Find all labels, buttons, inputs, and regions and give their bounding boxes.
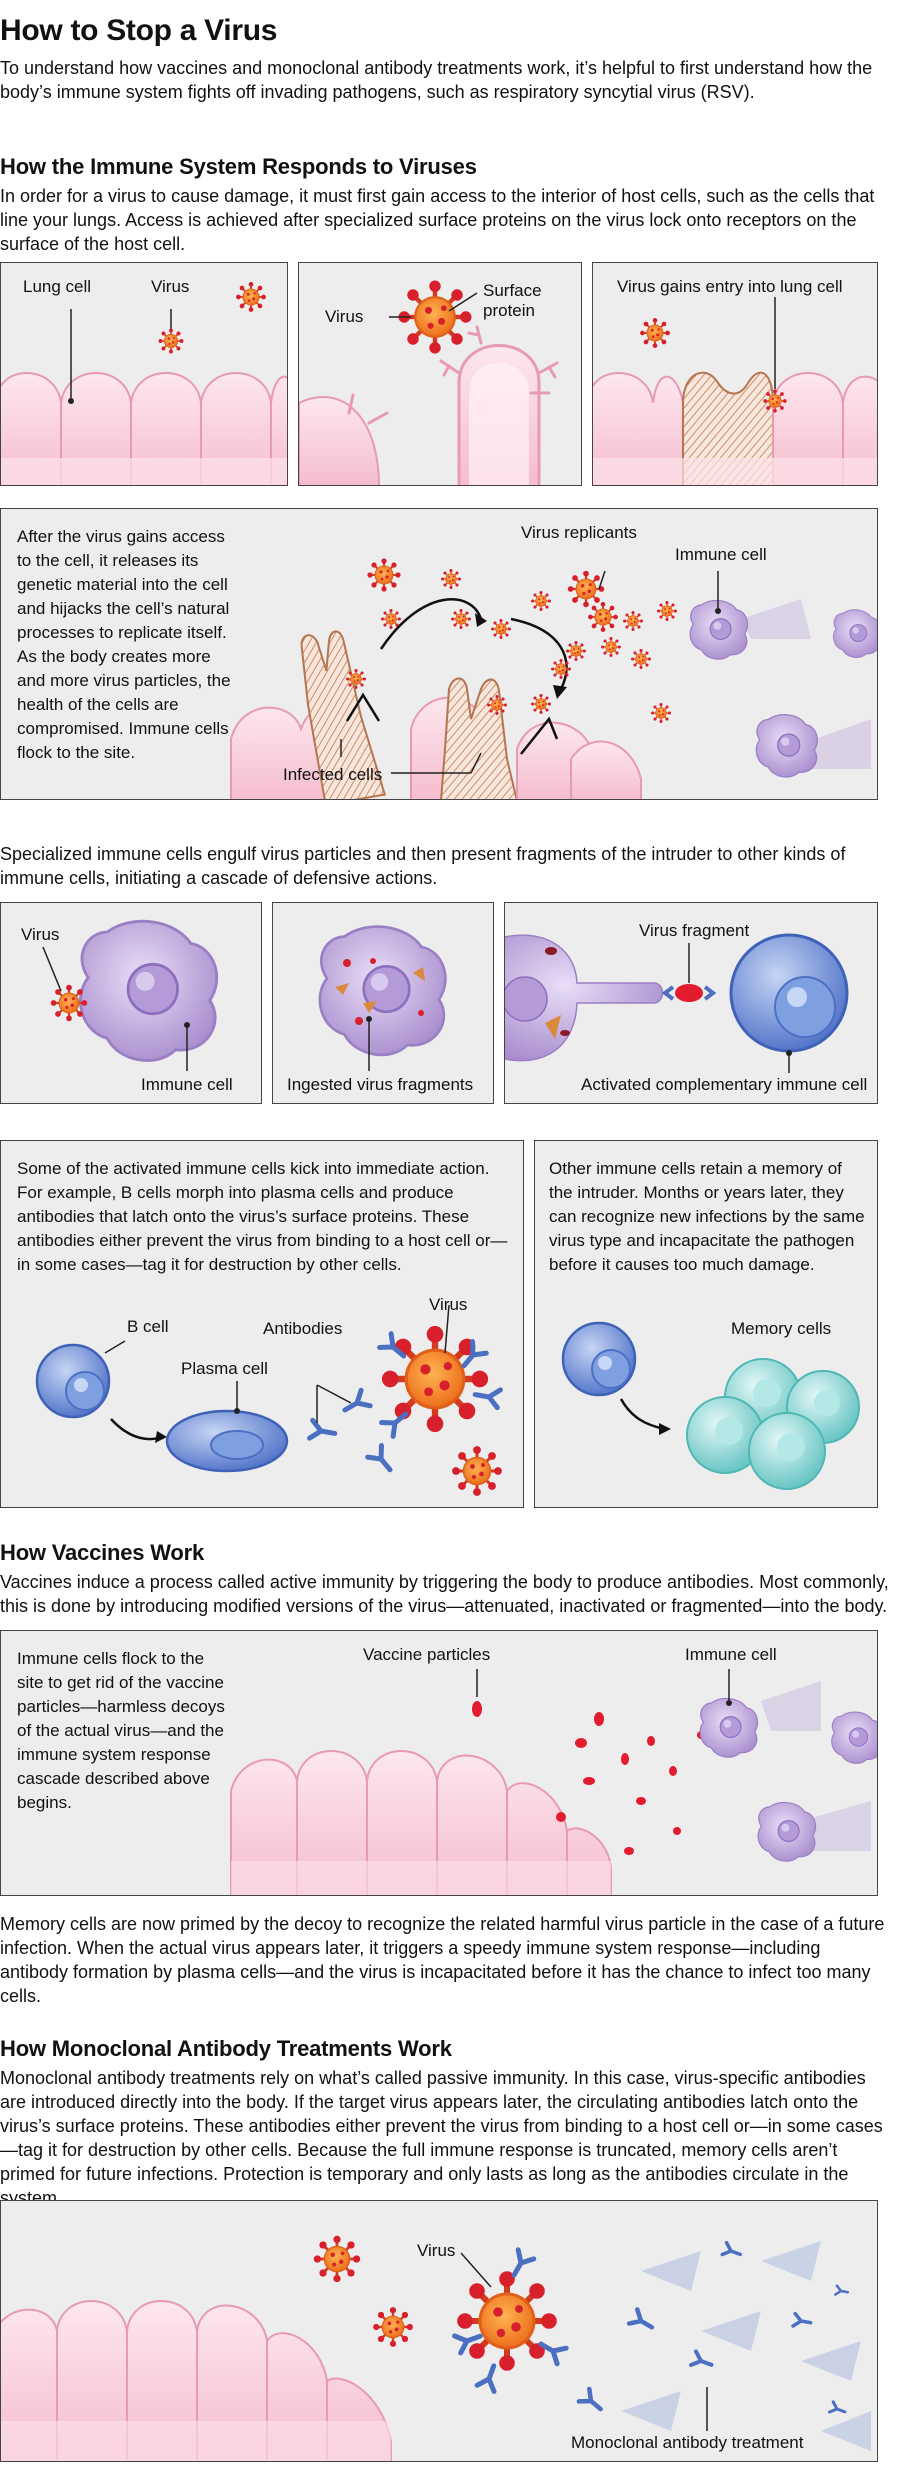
label-virus: Virus	[151, 277, 190, 296]
label-virus: Virus	[325, 307, 364, 326]
panel-lung-cell: Lung cell Virus	[0, 262, 288, 486]
label-lung-cell: Lung cell	[23, 277, 92, 296]
label-plasma-cell: Plasma cell	[181, 1359, 268, 1378]
label-immune-cell: Immune cell	[685, 1645, 777, 1664]
vaccine-illustration	[230, 1669, 877, 1895]
label-ingested: Ingested virus fragments	[287, 1075, 474, 1094]
vaccines-intro: Vaccines induce a process called active …	[0, 1572, 889, 1616]
panel-virus-entry: Virus gains entry into lung cell	[592, 262, 878, 486]
label-virus: Virus	[21, 925, 60, 944]
panel-engulf: Virus Immune cell	[0, 902, 262, 1104]
page-title: How to Stop a Virus	[0, 14, 278, 47]
vaccines-heading: How Vaccines Work	[0, 1540, 205, 1565]
panel-surface-protein: Virus Surface protein	[298, 262, 582, 486]
virus-entry-illustration	[593, 297, 877, 485]
plasma-text: Some of the activated immune cells kick …	[17, 1159, 508, 1274]
panel-replication: After the virus gains access to the cell…	[0, 508, 878, 800]
vaccine-text: Immune cells flock to the site to get ri…	[17, 1649, 225, 1812]
label-immune-cell: Immune cell	[675, 545, 767, 564]
engulf-illustration	[42, 919, 219, 1071]
panel-vaccine: Immune cells flock to the site to get ri…	[0, 1630, 878, 1896]
panel-plasma: Some of the activated immune cells kick …	[0, 1140, 524, 1508]
label-monoclonal-treatment: Monoclonal antibody treatment	[571, 2433, 804, 2452]
immune-heading: How the Immune System Responds to Viruse…	[0, 154, 477, 179]
monoclonal-intro: Monoclonal antibody treatments rely on w…	[0, 2068, 883, 2208]
lung-cells-illustration	[1, 281, 287, 485]
label-antibodies: Antibodies	[263, 1319, 343, 1338]
label-surface-protein: Surface protein	[483, 281, 542, 320]
intro-text: To understand how vaccines and monoclona…	[0, 58, 873, 102]
label-activated-cell: Activated complementary immune cell	[581, 1075, 868, 1094]
vaccine-after-text: Memory cells are now primed by the decoy…	[0, 1914, 885, 2006]
panel-memory: Other immune cells retain a memory of th…	[534, 1140, 878, 1508]
label-virus-replicants: Virus replicants	[521, 523, 637, 542]
label-infected-cells: Infected cells	[283, 765, 383, 784]
surface-protein-illustration	[299, 263, 559, 485]
label-immune-cell: Immune cell	[141, 1075, 233, 1094]
panel-monoclonal: Virus Monoclonal antibody treatment	[0, 2200, 878, 2462]
label-virus-entry: Virus gains entry into lung cell	[617, 277, 843, 296]
label-vaccine-particles: Vaccine particles	[363, 1645, 491, 1664]
panel-ingested: Ingested virus fragments	[272, 902, 494, 1104]
plasma-illustration	[35, 1304, 504, 1498]
memory-illustration	[561, 1321, 860, 1490]
replication-text: After the virus gains access to the cell…	[17, 527, 231, 762]
activated-illustration	[505, 933, 849, 1073]
engulf-text: Specialized immune cells engulf virus pa…	[0, 844, 846, 888]
label-b-cell: B cell	[127, 1317, 169, 1336]
monoclonal-heading: How Monoclonal Antibody Treatments Work	[0, 2036, 452, 2061]
label-virus: Virus	[429, 1295, 468, 1314]
ingested-illustration	[318, 925, 447, 1071]
label-memory-cells: Memory cells	[731, 1319, 832, 1338]
immune-intro: In order for a virus to cause damage, it…	[0, 186, 875, 254]
label-virus-fragment: Virus fragment	[639, 921, 750, 940]
panel-activated: Virus fragment Activated complementary i…	[504, 902, 878, 1104]
replication-illustration	[230, 557, 877, 799]
label-virus: Virus	[417, 2241, 456, 2260]
monoclonal-illustration	[1, 2234, 871, 2461]
memory-text: Other immune cells retain a memory of th…	[549, 1159, 865, 1274]
